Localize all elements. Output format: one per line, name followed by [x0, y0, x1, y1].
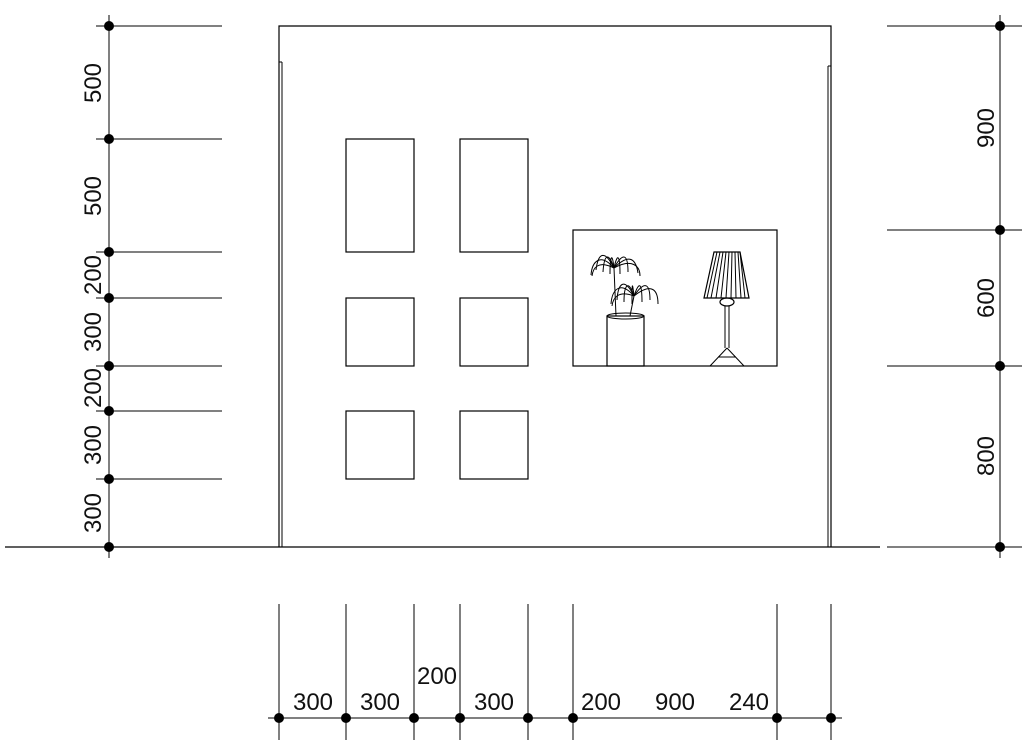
left-dimension-label: 300: [80, 312, 107, 352]
dimension-node: [104, 361, 114, 371]
wall-elevation: [278, 25, 832, 547]
dimension-node: [274, 713, 284, 723]
floor-lamp-icon: [703, 251, 750, 367]
right-dimension-chain: 900 600 800: [887, 15, 1022, 558]
wall-panels: [345, 138, 529, 480]
panel: [345, 410, 415, 480]
display-niche: [572, 229, 778, 367]
dimension-node: [995, 542, 1005, 552]
bottom-dimension-label: 240: [729, 689, 769, 716]
potted-plant-icon: [590, 255, 659, 367]
dimension-node: [772, 713, 782, 723]
dimension-node: [104, 134, 114, 144]
panel: [345, 138, 415, 253]
dimension-node: [104, 542, 114, 552]
dimension-node: [104, 406, 114, 416]
bottom-dimension-label: 300: [474, 689, 514, 716]
dimension-node: [826, 713, 836, 723]
left-dimension-label: 300: [80, 493, 107, 533]
panel: [459, 297, 529, 367]
dimension-node: [104, 21, 114, 31]
dimension-node: [995, 21, 1005, 31]
dimension-node: [104, 293, 114, 303]
dimension-node: [409, 713, 419, 723]
bottom-dimension-label: 900: [655, 689, 695, 716]
dimension-node: [995, 225, 1005, 235]
left-dimension-label: 500: [80, 63, 107, 103]
dimension-node: [104, 474, 114, 484]
bottom-dimension-label: 300: [293, 689, 333, 716]
right-dimension-label: 900: [973, 108, 1000, 148]
dimension-node: [523, 713, 533, 723]
right-dimension-label: 600: [973, 278, 1000, 318]
left-dimension-chain: 500 500 200 300 200 300 300: [80, 15, 222, 558]
bottom-dimension-label: 200: [581, 689, 621, 716]
dimension-node: [455, 713, 465, 723]
bottom-dimension-chain: 300 300 200 300 200 900 240: [268, 604, 842, 740]
left-dimension-label: 300: [80, 425, 107, 465]
left-dimension-label: 200: [80, 368, 107, 408]
panel: [459, 138, 529, 253]
panel: [345, 297, 415, 367]
bottom-dimension-label: 300: [360, 689, 400, 716]
dimension-node: [995, 361, 1005, 371]
left-dimension-label: 200: [80, 255, 107, 295]
dimension-node: [104, 247, 114, 257]
bottom-dimension-label: 200: [417, 663, 457, 690]
dimension-node: [341, 713, 351, 723]
right-dimension-label: 800: [973, 436, 1000, 476]
panel: [459, 410, 529, 480]
left-dimension-label: 500: [80, 176, 107, 216]
dimension-node: [568, 713, 578, 723]
